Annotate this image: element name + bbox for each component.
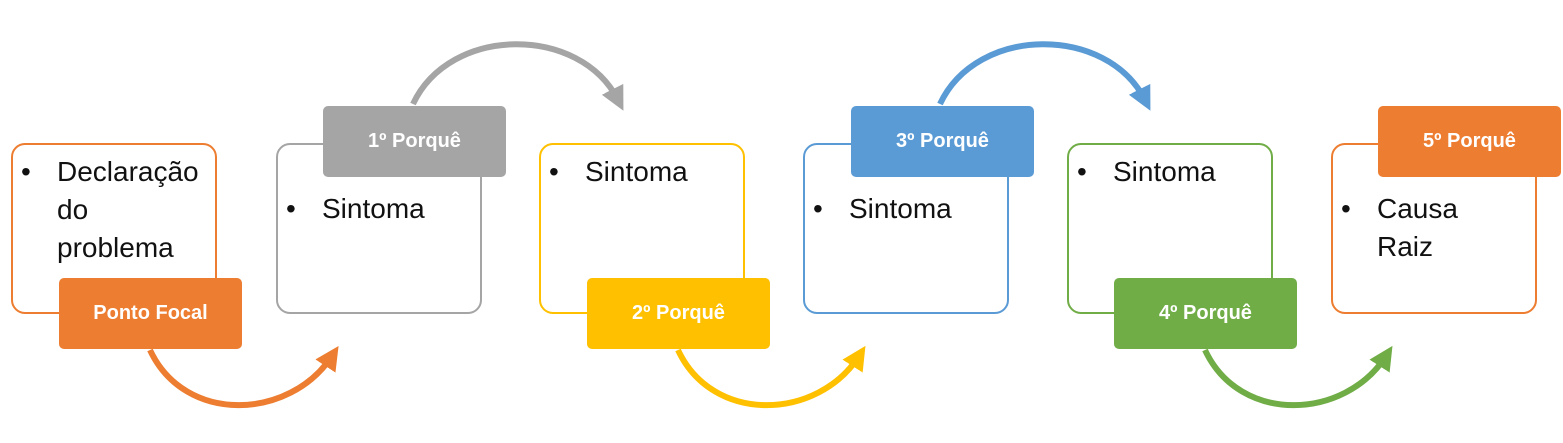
step-text-content: Sintoma — [849, 193, 952, 224]
step-label: 5º Porquê — [1378, 106, 1561, 177]
step-label: 4º Porquê — [1114, 278, 1297, 349]
step-text-content: Sintoma — [585, 156, 688, 187]
step-text: • Declaração do problema — [21, 153, 199, 267]
step-label: 2º Porquê — [587, 278, 770, 349]
step-text-content: Declaração do problema — [57, 156, 199, 263]
bullet-icon: • — [1341, 193, 1351, 224]
step-text-content: Sintoma — [322, 193, 425, 224]
step-text: • Sintoma — [1077, 153, 1252, 191]
step-text-content: Causa Raiz — [1377, 193, 1458, 262]
bullet-icon: • — [1077, 156, 1087, 187]
arrow-2 — [410, 41, 624, 111]
bullet-icon: • — [813, 193, 823, 224]
step-text: • Causa Raiz — [1341, 190, 1516, 266]
arrow-3 — [675, 345, 866, 408]
bullet-icon: • — [21, 156, 31, 187]
step-label: Ponto Focal — [59, 278, 242, 349]
step-text: • Sintoma — [549, 153, 724, 191]
step-text: • Sintoma — [813, 190, 988, 228]
step-text-content: Sintoma — [1113, 156, 1216, 187]
step-text: • Sintoma — [286, 190, 461, 228]
bullet-icon: • — [549, 156, 559, 187]
bullet-icon: • — [286, 193, 296, 224]
arrow-5 — [1202, 345, 1393, 408]
arrow-1 — [147, 345, 339, 408]
step-label: 3º Porquê — [851, 106, 1034, 177]
arrow-4 — [937, 41, 1151, 111]
step-label: 1º Porquê — [323, 106, 506, 177]
